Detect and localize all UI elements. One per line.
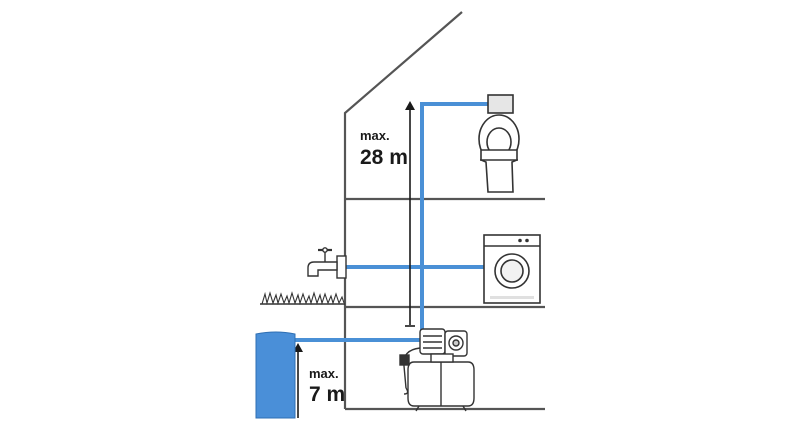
house-outline-icon — [343, 11, 545, 411]
lower-height-label: 7 m — [309, 383, 345, 406]
height-arrow-28m — [405, 101, 415, 327]
washing-machine-icon — [483, 234, 541, 304]
toilet-icon — [478, 94, 520, 193]
upper-height-label: 28 m — [360, 146, 408, 169]
grass-icon — [260, 291, 345, 306]
pump-icon — [399, 328, 475, 412]
lower-max-label: max. — [309, 366, 339, 381]
tap-icon — [307, 247, 347, 279]
main-riser-pipe — [420, 102, 488, 338]
upper-max-label: max. — [360, 128, 390, 143]
water-tank-icon — [255, 331, 296, 419]
